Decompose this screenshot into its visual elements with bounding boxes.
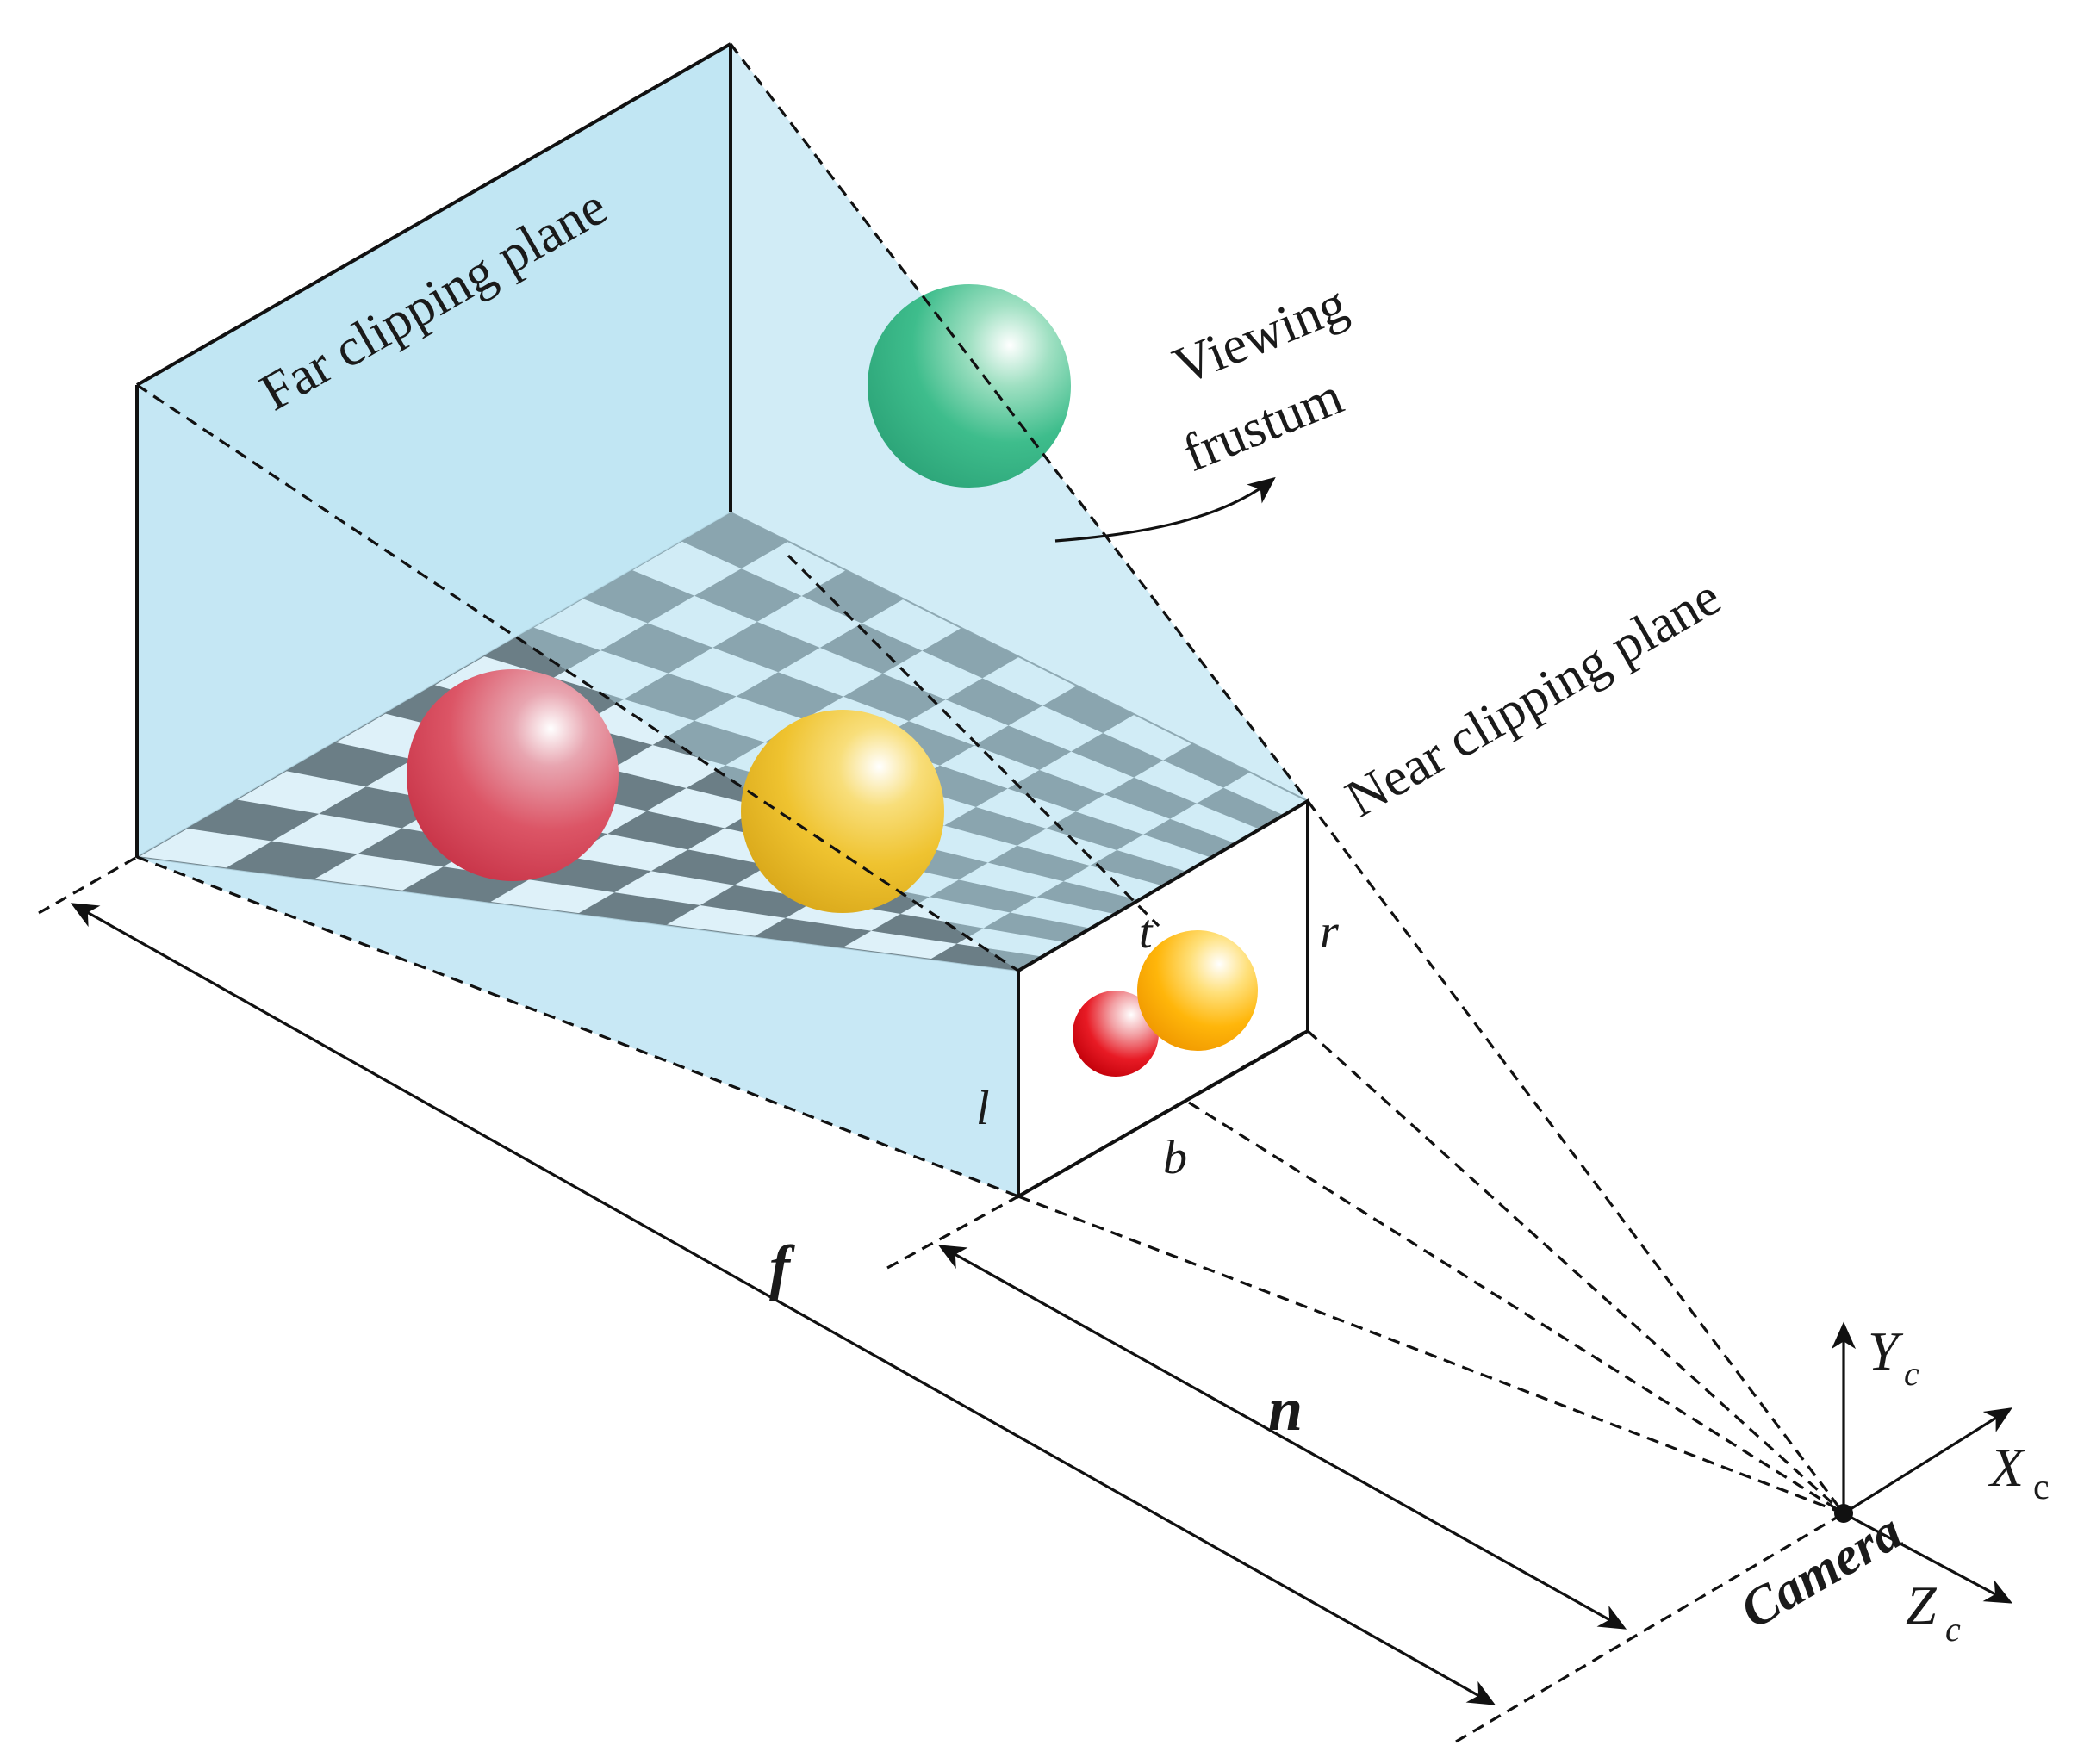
left-label: l [976,1082,990,1135]
curved-arrow-icon [1054,476,1276,543]
y-axis-subscript: c [1904,1354,1919,1393]
top-label: t [1139,905,1154,959]
x-axis-letter: X [1988,1437,2026,1498]
x-axis-label: X c [1988,1437,2050,1507]
near-yellow-sphere [1137,930,1258,1051]
near-clipping-plane-label: Near clipping plane [1336,568,1730,829]
y-axis-letter: Y [1868,1320,1904,1382]
camera-label: Camera [1731,1502,1912,1641]
near-distance-arrow [937,1245,1627,1630]
dimension-lines [38,855,1844,1743]
y-axis-label: Y c [1868,1320,1919,1393]
camera-origin-dot [1834,1504,1853,1523]
bottom-label: b [1163,1131,1187,1184]
frustum-top-face [137,44,1308,971]
red-sphere [407,669,619,881]
x-axis-arrow [1843,1407,2012,1515]
x-axis-subscript: c [2033,1468,2050,1507]
z-axis-letter: Z [1906,1575,1938,1636]
z-axis-label: Z c [1906,1575,1961,1649]
green-sphere [868,284,1071,488]
camera-axes [1831,1321,2013,1604]
yellow-sphere [741,710,944,913]
right-label: r [1320,905,1339,959]
z-axis-subscript: c [1945,1610,1961,1649]
z-axis-arrow [1843,1512,2013,1604]
near-distance-label: n [1268,1375,1303,1444]
far-distance-label: f [769,1233,795,1301]
